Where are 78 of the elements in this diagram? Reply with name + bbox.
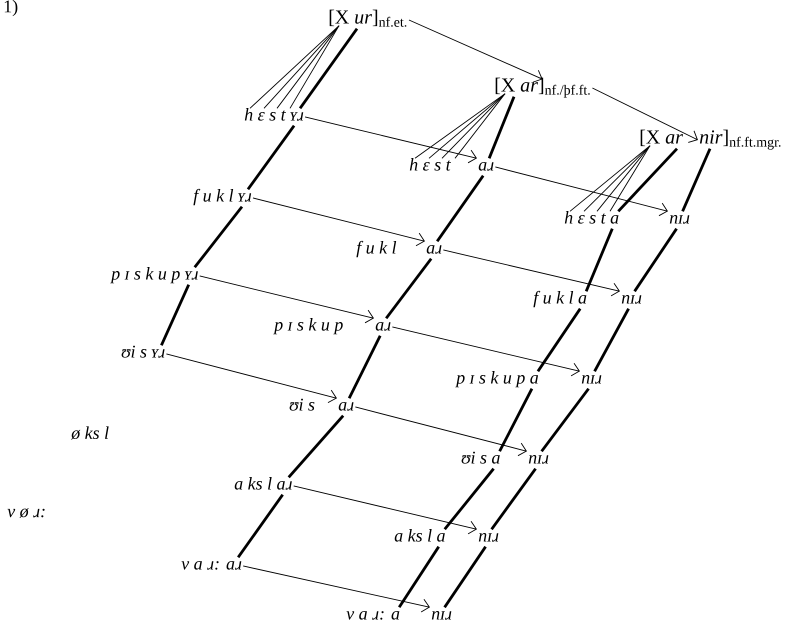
thick-line bbox=[288, 414, 344, 478]
association-line bbox=[570, 145, 650, 212]
thick-line bbox=[540, 388, 590, 452]
association-line bbox=[454, 93, 506, 159]
word-form: a ks l a bbox=[394, 529, 445, 542]
example-number: 1) bbox=[4, 0, 18, 16]
association-line bbox=[276, 25, 340, 109]
word-form: aɹ bbox=[426, 245, 442, 254]
word-form: p ɪ s k u p bbox=[273, 318, 343, 334]
word-form: nɪɹ bbox=[622, 295, 642, 304]
word-form: aɹ bbox=[478, 162, 494, 171]
word-form: nɪɹ bbox=[478, 533, 498, 542]
association-line bbox=[428, 93, 506, 159]
word-form: p ɪ s k u p a bbox=[455, 371, 538, 388]
word-form: a ks l aɹ bbox=[234, 477, 292, 490]
thick-line bbox=[298, 28, 358, 110]
thick-line bbox=[681, 148, 712, 212]
association-line bbox=[596, 145, 650, 212]
word-form: nɪɹ bbox=[670, 215, 690, 224]
schema-bracket: [X ar bbox=[640, 130, 683, 146]
word-form: aɹ bbox=[338, 402, 354, 411]
word-form: ø ks l bbox=[70, 426, 109, 440]
association-line bbox=[290, 25, 340, 109]
word-form: h ɛ s t bbox=[410, 158, 451, 171]
word-form: h ɛ s t a bbox=[564, 211, 618, 224]
schema-bracket: [X ur]$_{nf.et.}$ bbox=[330, 10, 406, 27]
thick-line bbox=[160, 284, 190, 346]
association-line bbox=[584, 145, 650, 212]
thick-line bbox=[436, 174, 484, 242]
word-form: f u k l a bbox=[533, 290, 586, 308]
word-form: f u k l bbox=[356, 240, 396, 258]
association-line bbox=[414, 93, 506, 159]
word-form: f u k l ʏɹ bbox=[193, 188, 252, 206]
arrow bbox=[592, 88, 698, 143]
thick-line bbox=[593, 308, 630, 372]
thick-line bbox=[498, 388, 534, 452]
word-form: ʊi s ʏɹ bbox=[122, 346, 165, 358]
thick-line bbox=[348, 335, 382, 399]
arrow bbox=[408, 20, 543, 83]
word-form: h ɛ s t ʏɹ bbox=[244, 108, 304, 121]
thick-line bbox=[617, 148, 678, 212]
word-form: aɹ bbox=[376, 322, 390, 331]
word-form: v a ɹ: a bbox=[346, 611, 400, 620]
word-form: ʊi s a bbox=[462, 452, 500, 464]
word-form: nɪɹ bbox=[582, 375, 602, 384]
thick-line bbox=[633, 228, 678, 292]
association-line bbox=[264, 25, 340, 109]
arrow bbox=[252, 198, 425, 246]
arrow bbox=[304, 116, 477, 164]
arrow bbox=[354, 406, 527, 456]
thick-line bbox=[490, 468, 537, 530]
arrow bbox=[293, 486, 477, 534]
thick-line bbox=[536, 308, 582, 372]
thick-line bbox=[398, 546, 440, 608]
word-form: v a ɹ: aɹ bbox=[181, 561, 242, 570]
thick-line bbox=[385, 258, 432, 320]
association-line bbox=[442, 93, 506, 159]
arrow bbox=[199, 276, 374, 324]
thick-line bbox=[237, 494, 284, 558]
arrow bbox=[392, 326, 580, 376]
thick-line bbox=[246, 124, 296, 190]
arrow bbox=[494, 166, 668, 216]
thick-line bbox=[444, 468, 495, 530]
thick-line bbox=[488, 96, 516, 159]
arrow bbox=[166, 354, 337, 404]
arrow bbox=[442, 250, 620, 296]
schema-bracket: nir]$_{nf.ft.mgr.}$ bbox=[700, 130, 781, 150]
thick-line bbox=[194, 206, 244, 268]
word-form: ʊi s bbox=[290, 398, 314, 411]
association-line bbox=[610, 145, 650, 212]
association-line bbox=[250, 25, 340, 109]
arrow bbox=[242, 566, 430, 612]
word-form: nɪɹ bbox=[528, 455, 548, 464]
thick-line bbox=[584, 228, 614, 292]
thick-line bbox=[443, 546, 487, 608]
word-form: p ɪ s k u p ʏɹ bbox=[110, 267, 198, 284]
word-form: v ø ɹ: bbox=[7, 508, 45, 518]
word-form: nɪɹ bbox=[432, 611, 452, 620]
